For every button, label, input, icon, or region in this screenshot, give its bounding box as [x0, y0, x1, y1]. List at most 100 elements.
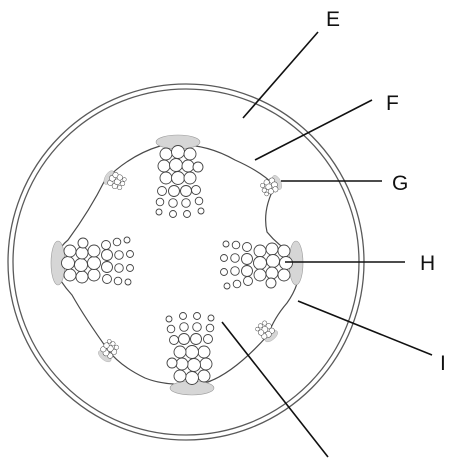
bundle-cell [62, 257, 75, 270]
bundle-cell [192, 186, 201, 195]
bundle-cell [124, 237, 130, 243]
bundle-cell [242, 266, 253, 277]
bundle-cell [198, 346, 210, 358]
bundle-cell [186, 372, 199, 385]
bundle-cell [180, 313, 187, 320]
bundle-cell [64, 269, 76, 281]
label-e-leader [243, 32, 318, 118]
bundle-cell [254, 257, 267, 270]
bundle-cell [115, 251, 124, 260]
bundle-cell [188, 359, 201, 372]
center-leader [222, 322, 328, 457]
bundle-cell [179, 334, 190, 345]
bundle-cell [200, 358, 212, 370]
bundle-cell [224, 283, 230, 289]
bundle-cell [160, 172, 172, 184]
bundle-cell [125, 279, 131, 285]
bundle-cell [244, 277, 253, 286]
bundle-cell [191, 334, 202, 345]
bundle-cell [195, 197, 203, 205]
vascular-bundle [156, 135, 204, 218]
bundle-cell [176, 358, 188, 370]
bundle-cell [167, 325, 175, 333]
bundle-cell [172, 172, 185, 185]
vascular-bundle [221, 241, 304, 289]
bundle-cell [231, 267, 240, 276]
bundle-cell [78, 238, 88, 248]
bundle-cell [102, 250, 113, 261]
bundle-cell [169, 199, 178, 208]
bundle-cell [193, 323, 202, 332]
vascular-bundle [102, 168, 128, 192]
bundle-cell [221, 269, 228, 276]
bundle-cell [193, 162, 203, 172]
bundle-cell [208, 315, 214, 321]
label-h: H [420, 252, 435, 275]
label-i-leader [298, 301, 432, 355]
vascular-bundle [166, 313, 214, 396]
bundle-cell [204, 335, 213, 344]
bundle-cell [127, 265, 134, 272]
bundle-cell [184, 211, 191, 218]
bundle-cell [206, 324, 214, 332]
bundle-cell [198, 370, 210, 382]
bundle-cell [156, 198, 164, 206]
bundle-cell [88, 269, 100, 281]
label-g: G [392, 172, 408, 195]
bundle-cell [75, 259, 88, 272]
bundle-cell [174, 346, 186, 358]
bundle-cell [114, 277, 122, 285]
bundle-cell [169, 186, 180, 197]
bundle-cell [88, 245, 100, 257]
bundle-cell [254, 269, 266, 281]
bundle-cell [278, 269, 290, 281]
bundle-cell [266, 267, 278, 279]
bundle-cell [127, 251, 134, 258]
bundle-cell [102, 241, 111, 250]
bundle-cell [243, 243, 252, 252]
bundle-cell [194, 313, 201, 320]
vascular-bundles [51, 135, 303, 395]
bundle-cell [186, 346, 199, 359]
bundle-cell [242, 254, 253, 265]
bundle-cell [231, 254, 240, 263]
label-f: F [386, 92, 399, 115]
bundle-cell [76, 271, 88, 283]
vascular-bundle [254, 318, 280, 344]
bundle-cell [158, 187, 167, 196]
vascular-bundle [258, 174, 284, 197]
bundle-cell [221, 255, 228, 262]
bundle-cell [170, 159, 183, 172]
bundle-cell [76, 247, 88, 259]
bundle-cell [156, 209, 162, 215]
bundle-cell [166, 316, 172, 322]
label-f-leader [255, 100, 372, 160]
label-e: E [326, 8, 340, 31]
bundle-cell [113, 238, 121, 246]
bundle-cell [160, 148, 172, 160]
bundle-cell [64, 245, 76, 257]
bundle-cell [232, 241, 240, 249]
bundle-cell [280, 257, 293, 270]
bundle-cell [266, 243, 278, 255]
bundle-cell [266, 278, 276, 288]
bundle-cell [184, 172, 196, 184]
bundle-cell [184, 148, 196, 160]
bundle-cell [115, 264, 124, 273]
bundle-cell [254, 245, 266, 257]
bundle-cell [167, 358, 177, 368]
bundle-cell [158, 160, 170, 172]
bundle-cell [182, 199, 191, 208]
bundle-cell [181, 186, 192, 197]
bundle-cell [102, 262, 113, 273]
bundle-cell [174, 370, 186, 382]
bundle-cell [172, 146, 185, 159]
bundle-cell [170, 211, 177, 218]
bundle-cell [223, 241, 229, 247]
bundle-cell [182, 160, 194, 172]
bundle-cell [103, 275, 112, 284]
bundle-cell [267, 255, 280, 268]
bundle-cell [180, 323, 189, 332]
bundle-cell [198, 208, 204, 214]
